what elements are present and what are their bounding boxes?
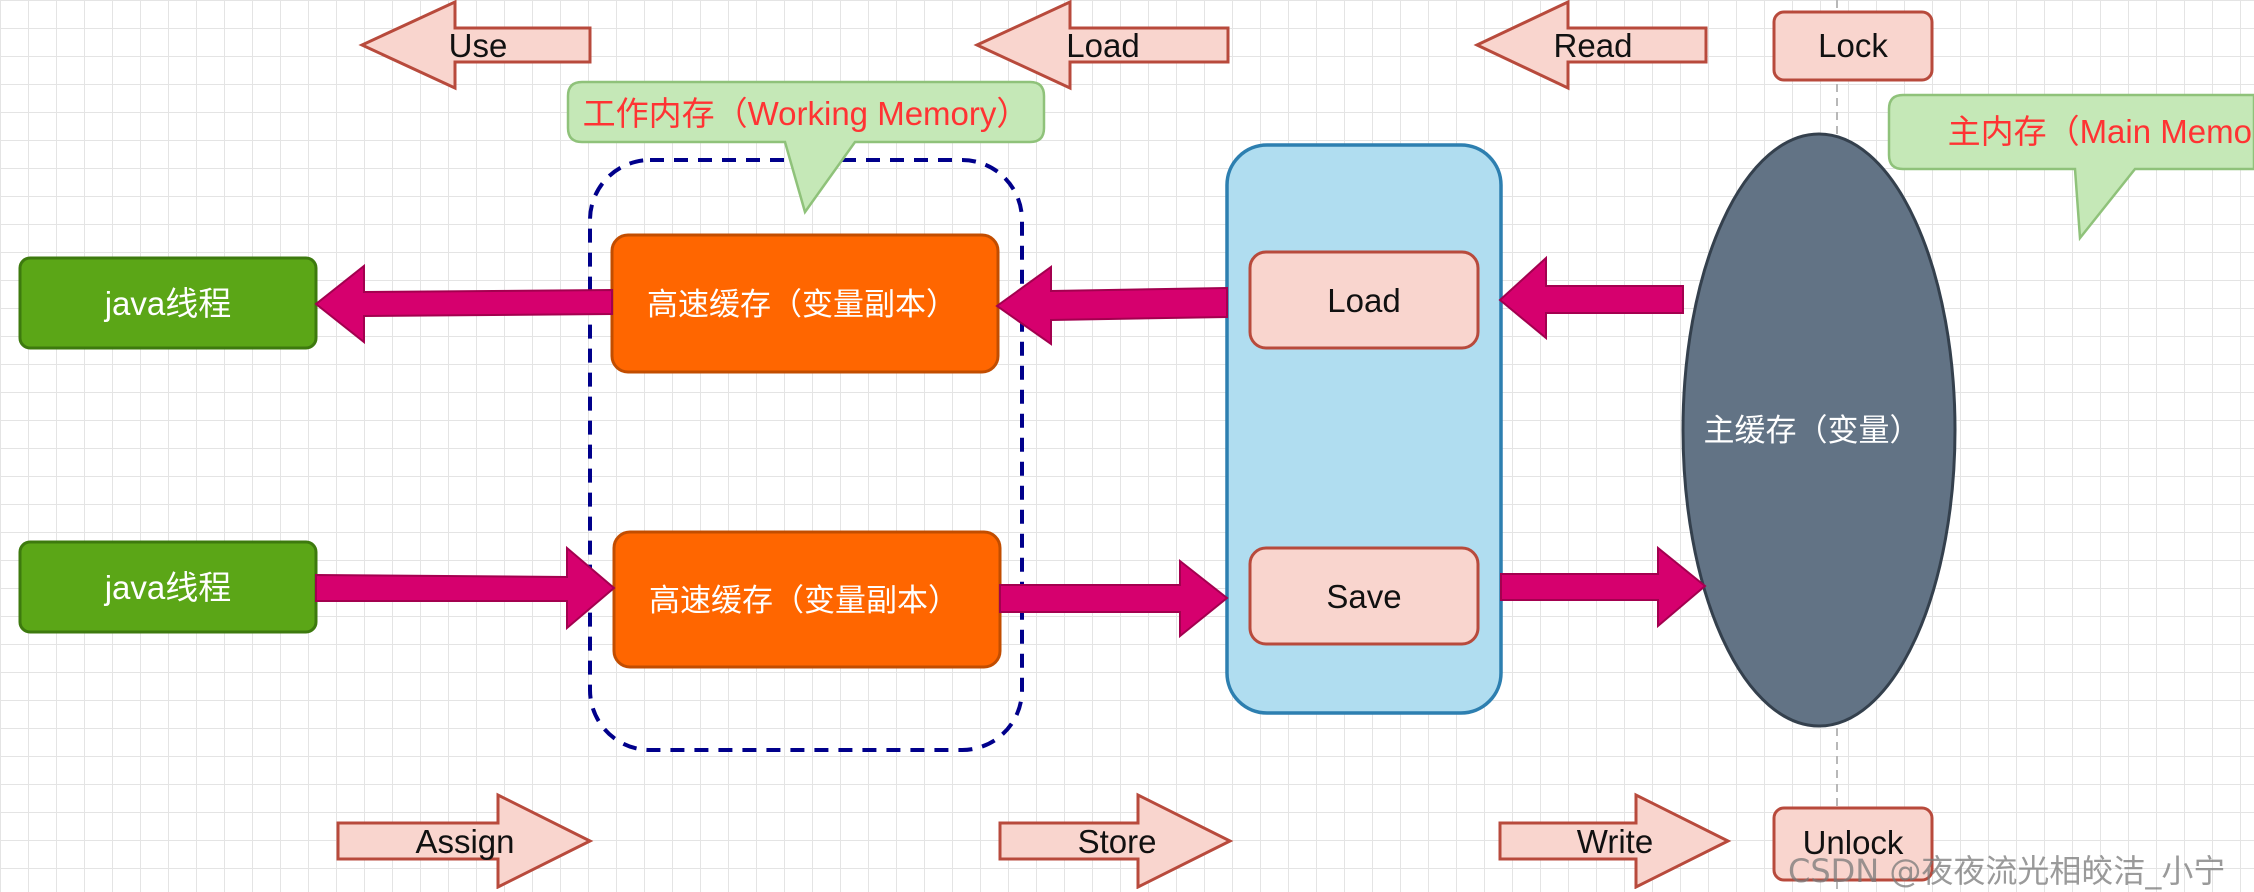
use-label: Use <box>449 27 508 64</box>
transfer-save: Save <box>1248 546 1480 646</box>
store-label: Store <box>1078 823 1157 860</box>
read-flow-arrow <box>1498 255 1684 341</box>
java-thread-bottom-label: java线程 <box>104 569 232 606</box>
transfer-load-box <box>1248 250 1480 350</box>
transfer-load: Load <box>1248 250 1480 350</box>
cache-top-label: 高速缓存（变量副本） <box>647 287 957 322</box>
main-memory-callout-bubble <box>1887 93 2254 242</box>
write-arrow-icon <box>1498 792 1732 889</box>
store-flow-arrow <box>999 558 1229 639</box>
transfer-load-label: Load <box>1327 282 1400 319</box>
unlock-label: Unlock <box>1803 824 1904 861</box>
cache-bottom: 高速缓存（变量副本） <box>612 530 1002 669</box>
unlock-operation: Unlock <box>1772 806 1934 882</box>
unlock-box <box>1772 806 1934 882</box>
read-arrow-icon <box>1473 0 1708 91</box>
lock-operation: Lock <box>1772 10 1934 82</box>
load-op-label: Load <box>1066 27 1139 64</box>
use-flow-arrow <box>314 263 613 345</box>
assign-operation: Assign <box>336 792 594 889</box>
working-memory-label: 工作内存（Working Memory） <box>583 95 1030 132</box>
assign-arrow-icon <box>336 792 594 889</box>
load-arrow-icon <box>973 0 1230 91</box>
read-label: Read <box>1554 27 1633 64</box>
read-operation: Read <box>1473 0 1708 91</box>
write-operation: Write <box>1498 792 1732 889</box>
java-thread-bottom: java线程 <box>18 540 318 634</box>
load-operation: Load <box>973 0 1230 91</box>
assign-label: Assign <box>415 823 514 860</box>
java-thread-top: java线程 <box>18 256 318 350</box>
java-thread-top-label: java线程 <box>104 285 232 322</box>
main-memory-label: 主内存（Main Memory） <box>1948 113 2254 150</box>
load-flow-arrow <box>995 265 1228 346</box>
write-label: Write <box>1577 823 1653 860</box>
main-memory-callout: 主内存（Main Memory） <box>1887 93 2254 242</box>
working-memory-callout-bubble <box>566 80 1046 215</box>
transfer-save-box <box>1248 546 1480 646</box>
working-memory-callout: 工作内存（Working Memory） <box>566 80 1046 215</box>
assign-flow-arrow <box>315 545 616 631</box>
use-operation: Use <box>358 0 592 91</box>
transfer-save-label: Save <box>1326 578 1401 615</box>
store-arrow-icon <box>998 792 1234 889</box>
cache-bottom-label: 高速缓存（变量副本） <box>649 583 959 618</box>
watermark: CSDN @夜夜流光相皎洁_小宁 <box>1788 852 2226 890</box>
main-memory-ellipse <box>1681 132 1957 728</box>
store-operation: Store <box>998 792 1234 889</box>
write-flow-arrow <box>1500 545 1707 629</box>
cache-top: 高速缓存（变量副本） <box>610 233 1000 374</box>
use-arrow-icon <box>358 0 592 91</box>
lock-label: Lock <box>1818 27 1888 64</box>
main-cache-label: 主缓存（变量） <box>1704 413 1921 448</box>
lock-box <box>1772 10 1934 82</box>
